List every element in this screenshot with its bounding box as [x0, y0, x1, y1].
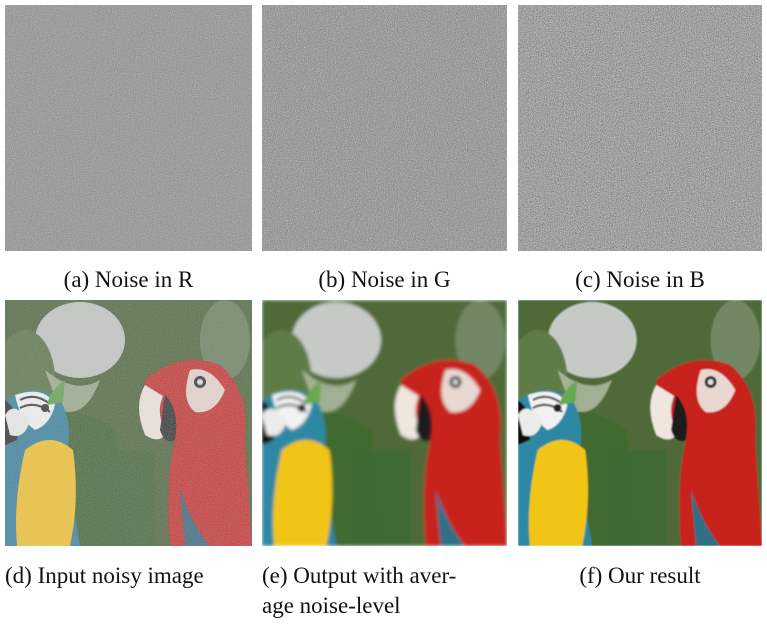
average-noise-output-image: [262, 300, 507, 546]
caption-f: (f) Our result: [579, 563, 701, 588]
noise-b-image: [518, 5, 762, 251]
caption-a: (a) Noise in R: [63, 267, 194, 292]
noise-r-image: [5, 5, 252, 251]
input-noisy-image: [5, 300, 252, 546]
noise-g-image: [262, 5, 507, 251]
caption-e-line1: (e) Output with aver-: [262, 563, 457, 588]
our-result-image: [518, 300, 762, 546]
caption-c: (c) Noise in B: [575, 267, 705, 292]
caption-e-line2: age noise-level: [262, 593, 401, 618]
caption-d: (d) Input noisy image: [5, 563, 204, 588]
caption-b: (b) Noise in G: [318, 267, 451, 292]
